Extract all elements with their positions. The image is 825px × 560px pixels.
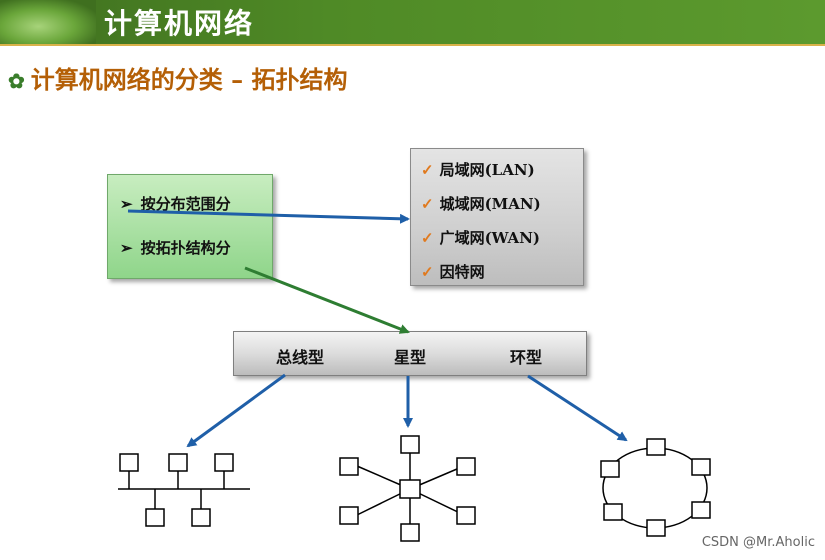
bus-topology-diagram — [118, 453, 250, 527]
range-item-wan-label: 广域网(WAN) — [439, 229, 541, 247]
classify-by-topology: ➢ 按拓扑结构分 — [120, 237, 231, 258]
network-range-box: ✓ 局域网(LAN) ✓ 城域网(MAN) ✓ 广域网(WAN) ✓ 因特网 — [410, 148, 584, 286]
bus-arrow — [186, 373, 286, 448]
classification-box: ➢ 按分布范围分 ➢ 按拓扑结构分 — [107, 174, 273, 279]
flower-bullet-icon: ✿ — [8, 69, 25, 93]
range-arrow — [127, 209, 410, 224]
ring-topology-diagram — [600, 438, 711, 537]
check-icon: ✓ — [421, 195, 434, 213]
leaf-hand-image — [0, 0, 96, 44]
section-heading-text: 计算机网络的分类 – 拓扑结构 — [30, 65, 348, 94]
range-item-lan-label: 局域网(LAN) — [439, 161, 535, 179]
topology-arrow — [244, 266, 410, 334]
check-icon: ✓ — [421, 229, 434, 247]
classify-by-topology-label: 按拓扑结构分 — [140, 239, 231, 257]
section-heading: ✿计算机网络的分类 – 拓扑结构 — [8, 60, 347, 95]
ring-arrow — [527, 374, 628, 442]
check-icon: ✓ — [421, 161, 434, 179]
title-banner: 计算机网络 — [0, 0, 825, 46]
classify-by-range-label: 按分布范围分 — [140, 195, 231, 213]
range-item-internet-label: 因特网 — [439, 263, 485, 281]
star-topology-diagram — [339, 435, 476, 542]
range-item-internet: ✓ 因特网 — [421, 261, 485, 282]
arrow-bullet-icon: ➢ — [120, 239, 133, 257]
arrow-bullet-icon: ➢ — [120, 195, 133, 213]
star-type-label: 星型 — [394, 348, 427, 367]
bus-type-label: 总线型 — [276, 348, 325, 367]
watermark: CSDN @Mr.Aholic — [701, 535, 815, 550]
slide-title: 计算机网络 — [104, 7, 255, 40]
range-item-lan: ✓ 局域网(LAN) — [421, 159, 535, 180]
topology-type-bar: 总线型 星型 环型 — [233, 331, 587, 376]
range-item-man: ✓ 城域网(MAN) — [421, 193, 541, 214]
classify-by-range: ➢ 按分布范围分 — [120, 193, 231, 214]
check-icon: ✓ — [421, 263, 434, 281]
range-item-wan: ✓ 广域网(WAN) — [421, 227, 540, 248]
range-item-man-label: 城域网(MAN) — [439, 195, 541, 213]
ring-type-label: 环型 — [510, 348, 543, 367]
